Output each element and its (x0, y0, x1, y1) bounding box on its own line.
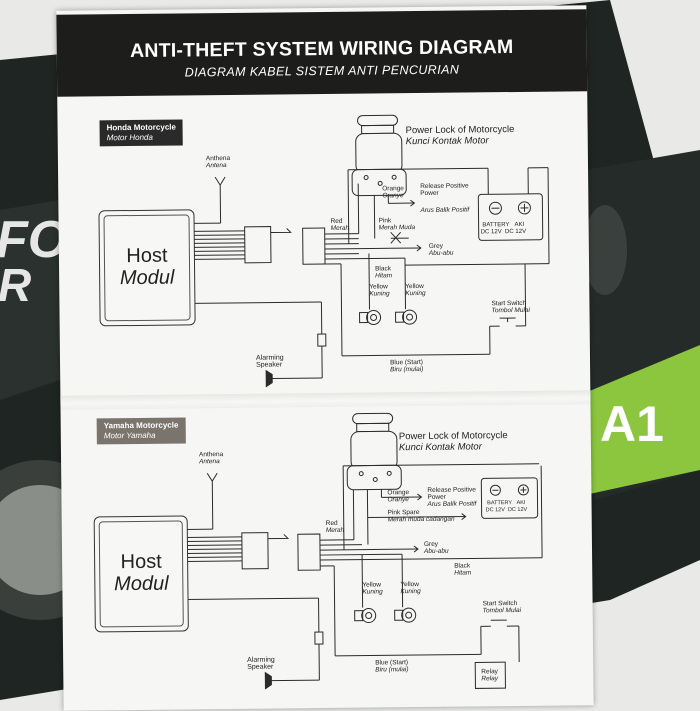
yamaha-blue-label: Blue (Start)Biru (mulai) (375, 659, 408, 673)
yamaha-badge: Yamaha Motorcycle Motor Yamaha (97, 417, 186, 444)
yamaha-host-subtitle: Modul (95, 572, 187, 596)
honda-host-title: Host (100, 244, 194, 268)
honda-blue-label: Blue (Start)Biru (mulai) (390, 359, 423, 373)
yamaha-badge-title: Yamaha Motorcycle (104, 421, 179, 431)
box-text-right: A1 (600, 398, 664, 450)
yamaha-host-title: Host (95, 550, 187, 574)
yamaha-battery-label: BATTERY AKI DC 12V DC 12V (485, 500, 527, 514)
honda-badge-title: Honda Motorcycle (107, 123, 176, 133)
yamaha-badge-sub: Motor Yamaha (104, 431, 179, 442)
honda-badge-sub: Motor Honda (107, 133, 176, 144)
honda-badge: Honda Motorcycle Motor Honda (99, 119, 183, 146)
box-text-left-2: R (0, 262, 31, 308)
wiring-diagram-sheet: ANTI-THEFT SYSTEM WIRING DIAGRAM DIAGRAM… (56, 5, 593, 711)
honda-host-module: Host Modul (98, 209, 195, 326)
honda-host-subtitle: Modul (100, 266, 194, 290)
yamaha-host-module: Host Modul (94, 515, 189, 632)
honda-battery-label: BATTERY AKI DC 12V DC 12V (481, 222, 527, 236)
honda-release-sub-label: Arus Balik Positif (420, 206, 469, 214)
